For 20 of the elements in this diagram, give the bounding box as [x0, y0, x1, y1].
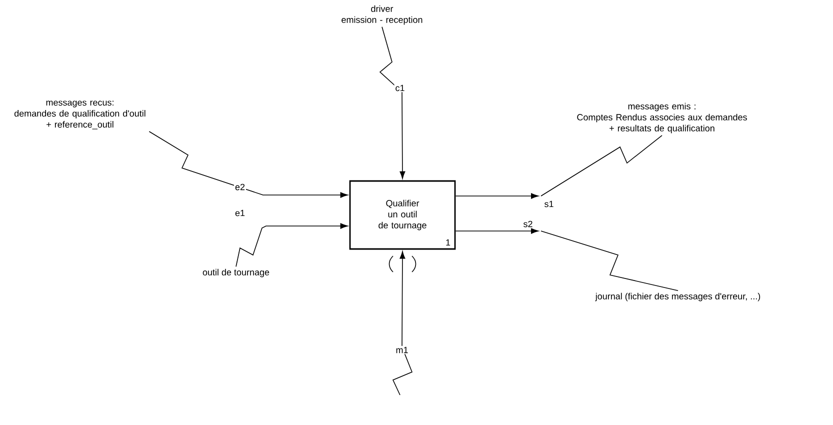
output-label: messages emis : Comptes Rendus associes aux demandes + resultats de qualification — [577, 102, 747, 134]
leader-line — [540, 135, 662, 196]
output-label: journal (fichier des messages d'erreur, ...) — [595, 292, 760, 302]
edge-label: s2 — [522, 220, 534, 228]
process-box: Qualifier un outil de tournage 1 — [349, 180, 456, 250]
arrow — [455, 228, 539, 234]
edge-label: s1 — [543, 200, 555, 208]
arrow — [455, 193, 539, 199]
leader-line — [540, 230, 678, 292]
edge-label: m1 — [394, 346, 410, 354]
edge-label: e2 — [234, 182, 246, 192]
control-label: driver emission - reception — [342, 5, 422, 25]
arrow — [379, 26, 406, 179]
input-label: messages recus: demandes de qualification d'outil + reference_outil — [14, 100, 146, 130]
input-label: outil de tournage — [202, 268, 270, 278]
arrow — [392, 251, 413, 396]
arrow — [236, 223, 348, 268]
edge-label: e1 — [234, 208, 246, 218]
edge-label: c1 — [394, 84, 406, 92]
arrow — [148, 131, 348, 198]
